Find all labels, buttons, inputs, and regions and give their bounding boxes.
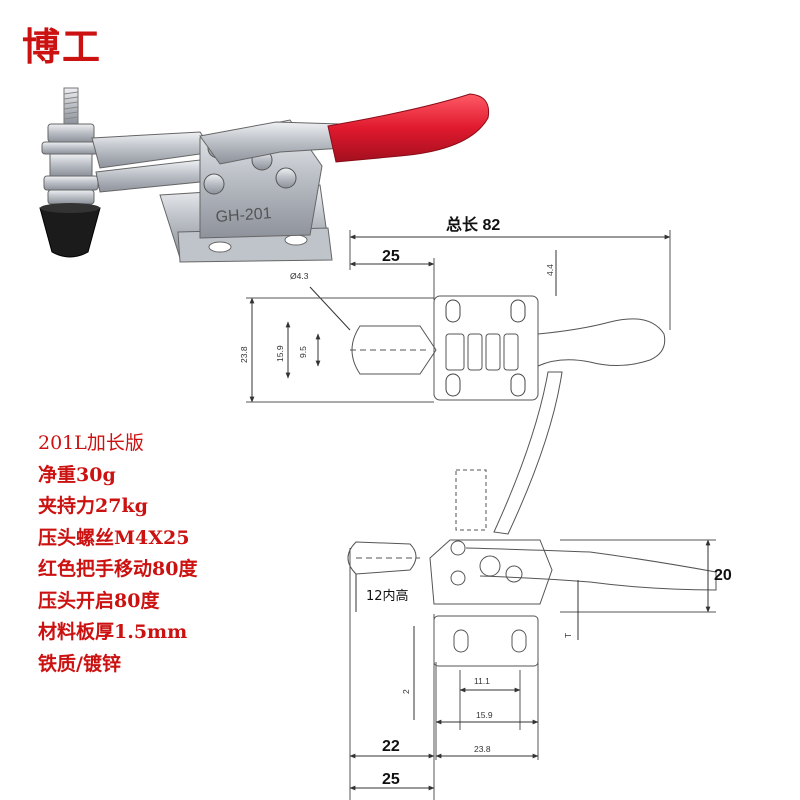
spec-weight: 净重30g bbox=[38, 463, 116, 486]
spec-handle-travel: 红色把手移动80度 bbox=[38, 558, 198, 580]
spec-opening-angle: 压头开启80度 bbox=[38, 589, 160, 612]
dim-total-length: 总长 82 bbox=[446, 215, 500, 234]
dim-4-4: 4.4 bbox=[545, 264, 555, 276]
spec-plate-thickness: 材料板厚1.5mm bbox=[38, 621, 188, 643]
red-handle-icon bbox=[327, 93, 490, 163]
dim-23-8: 23.8 bbox=[239, 346, 249, 363]
dim-9-5: 9.5 bbox=[298, 346, 308, 358]
dim-15-9-bottom: 15.9 bbox=[476, 710, 493, 720]
dim-t: T bbox=[563, 633, 573, 638]
spec-screw: 压头螺丝M4X25 bbox=[38, 526, 190, 549]
spec-material: 铁质/镀锌 bbox=[38, 652, 121, 675]
dim-15-9: 15.9 bbox=[275, 345, 285, 362]
bolt-icon bbox=[41, 87, 101, 205]
dim-12-inner: 12内高 bbox=[366, 588, 409, 604]
dim-20: 20 bbox=[714, 567, 732, 584]
dim-22: 22 bbox=[382, 738, 400, 755]
brand-logo: 博工 bbox=[22, 25, 103, 69]
rubber-tip-icon bbox=[39, 207, 101, 258]
spec-list: 201L加长版 净重30g 夹持力27kg 压头螺丝M4X25 红色把手移动80… bbox=[38, 428, 197, 680]
side-view-drawing bbox=[347, 371, 717, 800]
dim-11-1: 11.1 bbox=[474, 676, 490, 686]
part-marking: GH-201 bbox=[215, 205, 272, 226]
spec-holding-force: 夹持力27kg bbox=[38, 495, 148, 517]
clamp-photo: GH-201 bbox=[39, 87, 490, 263]
dim-hole: Ø4.3 bbox=[290, 271, 309, 281]
top-view-drawing bbox=[246, 230, 671, 403]
dim-2: 2 bbox=[401, 689, 411, 694]
dim-25-bottom: 25 bbox=[382, 771, 400, 788]
dim-23-8-bottom: 23.8 bbox=[474, 744, 491, 754]
spec-model: 201L加长版 bbox=[38, 432, 144, 454]
dim-25-top: 25 bbox=[382, 248, 400, 265]
